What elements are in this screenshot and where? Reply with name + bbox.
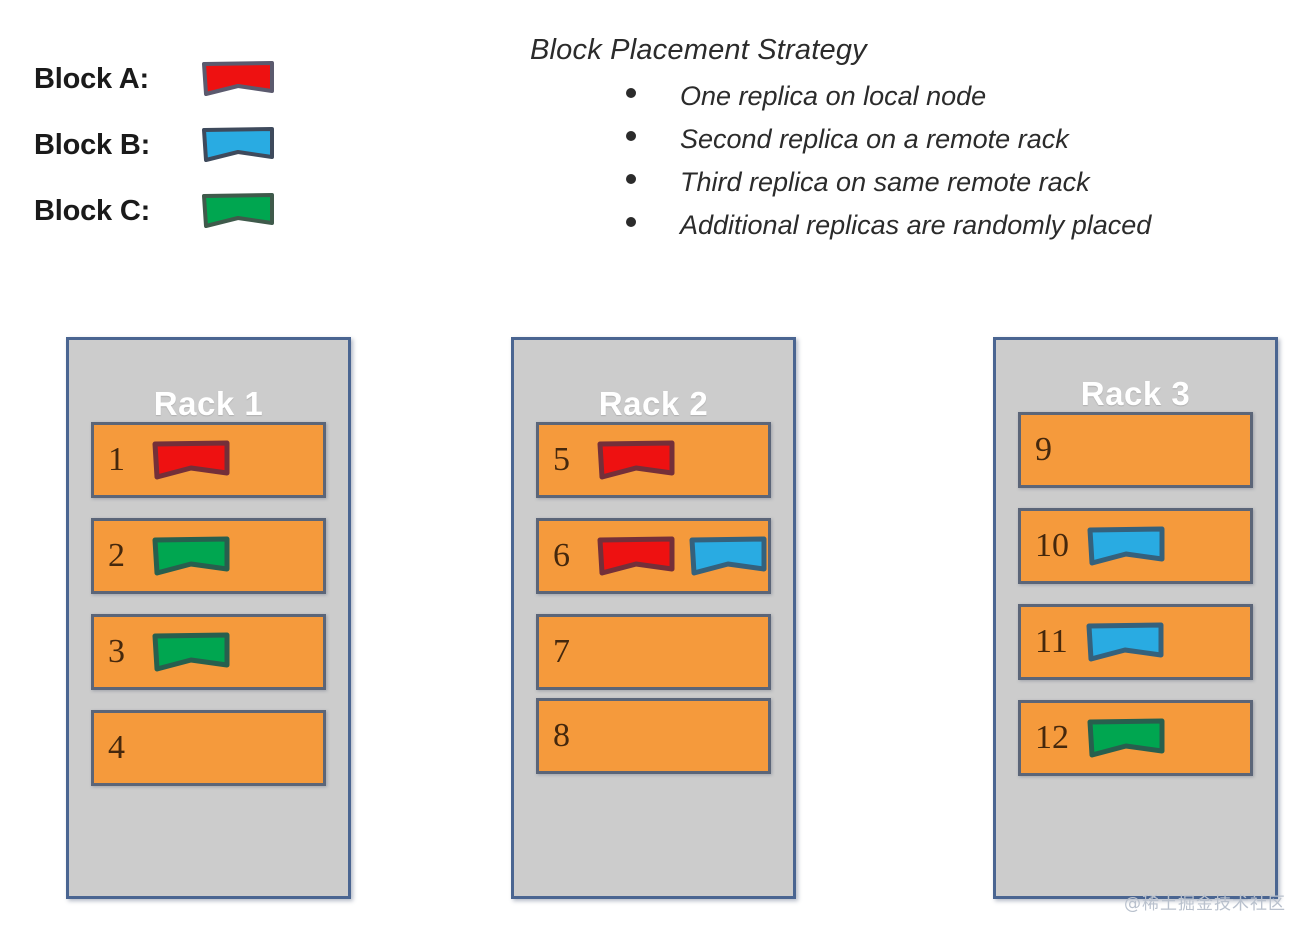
datanode-12[interactable]: 12 — [1018, 700, 1253, 776]
block-shape-icon — [202, 193, 274, 228]
block-b-swatch-icon — [202, 127, 274, 163]
datanode-number: 3 — [108, 633, 125, 670]
datanode-number: 9 — [1035, 431, 1052, 468]
datanode-block-container — [597, 440, 675, 480]
datanode-block-container — [152, 536, 230, 576]
rack-1: Rack 1 1 2 3 4 — [66, 337, 351, 899]
block-b-replica-icon — [1086, 622, 1164, 662]
datanode-6[interactable]: 6 — [536, 518, 771, 594]
block-a-swatch-icon — [202, 61, 274, 97]
strategy-bullet-text: Second replica on a remote rack — [680, 124, 1069, 154]
block-c-swatch-icon — [202, 193, 274, 229]
strategy-bullet-text: One replica on local node — [680, 81, 987, 111]
rack-2-title: Rack 2 — [598, 385, 709, 422]
strategy-bullet-text: Additional replicas are randomly placed — [680, 210, 1152, 240]
legend-label-block-c: Block C: — [34, 194, 151, 227]
block-legend: Block A: Block B: Block C: — [34, 46, 334, 244]
bullet-dot-icon — [626, 174, 636, 184]
strategy-bullet-list: One replica on local node Second replica… — [530, 75, 1310, 247]
block-a-replica-icon — [597, 440, 675, 480]
strategy-bullet: One replica on local node — [530, 75, 1310, 118]
bullet-dot-icon — [626, 217, 636, 227]
rack-3: Rack 3 9 10 11 12 — [993, 337, 1278, 899]
datanode-number: 8 — [553, 717, 570, 754]
datanode-number: 10 — [1035, 527, 1069, 564]
rack-1-title: Rack 1 — [153, 385, 264, 422]
block-shape-icon — [202, 61, 274, 96]
strategy-title: Block Placement Strategy — [530, 34, 867, 66]
datanode-4[interactable]: 4 — [91, 710, 326, 786]
block-placement-strategy-panel: Block Placement Strategy One replica on … — [530, 34, 1310, 247]
block-a-replica-icon — [597, 536, 675, 576]
block-c-replica-icon — [152, 632, 230, 672]
legend-item: Block A: — [34, 46, 334, 112]
datanode-block-container — [597, 536, 767, 576]
rack-2-node-list: 5 6 7 8 — [514, 410, 793, 774]
rack-1-node-list: 1 2 3 4 — [69, 410, 348, 786]
legend-item: Block B: — [34, 112, 334, 178]
datanode-number: 6 — [553, 537, 570, 574]
datanode-number: 7 — [553, 633, 570, 670]
block-c-replica-icon — [152, 536, 230, 576]
datanode-number: 2 — [108, 537, 125, 574]
block-b-replica-icon — [1087, 526, 1165, 566]
datanode-1[interactable]: 1 — [91, 422, 326, 498]
datanode-block-container — [1087, 718, 1165, 758]
datanode-9[interactable]: 9 — [1018, 412, 1253, 488]
datanode-block-container — [152, 632, 230, 672]
block-b-replica-icon — [689, 536, 767, 576]
strategy-bullet: Third replica on same remote rack — [530, 161, 1310, 204]
datanode-11[interactable]: 11 — [1018, 604, 1253, 680]
rack-3-title: Rack 3 — [1080, 375, 1191, 412]
bullet-dot-icon — [626, 131, 636, 141]
datanode-number: 11 — [1035, 623, 1068, 660]
strategy-bullet: Second replica on a remote rack — [530, 118, 1310, 161]
datanode-block-container — [152, 440, 230, 480]
rack-2: Rack 2 5 6 7 8 — [511, 337, 796, 899]
datanode-5[interactable]: 5 — [536, 422, 771, 498]
legend-item: Block C: — [34, 178, 334, 244]
strategy-bullet: Additional replicas are randomly placed — [530, 204, 1310, 247]
datanode-2[interactable]: 2 — [91, 518, 326, 594]
datanode-number: 12 — [1035, 719, 1069, 756]
datanode-number: 1 — [108, 441, 125, 478]
datanode-block-container — [1086, 622, 1164, 662]
block-a-replica-icon — [152, 440, 230, 480]
datanode-number: 5 — [553, 441, 570, 478]
block-c-replica-icon — [1087, 718, 1165, 758]
rack-3-node-list: 9 10 11 12 — [996, 410, 1275, 776]
legend-label-block-a: Block A: — [34, 62, 149, 95]
datanode-7[interactable]: 7 — [536, 614, 771, 690]
watermark: @稀土掘金技术社区 — [1124, 894, 1286, 914]
block-shape-icon — [202, 127, 274, 162]
strategy-bullet-text: Third replica on same remote rack — [680, 167, 1090, 197]
legend-label-block-b: Block B: — [34, 128, 151, 161]
bullet-dot-icon — [626, 88, 636, 98]
datanode-10[interactable]: 10 — [1018, 508, 1253, 584]
datanode-number: 4 — [108, 729, 125, 766]
datanode-3[interactable]: 3 — [91, 614, 326, 690]
datanode-8[interactable]: 8 — [536, 698, 771, 774]
datanode-block-container — [1087, 526, 1165, 566]
